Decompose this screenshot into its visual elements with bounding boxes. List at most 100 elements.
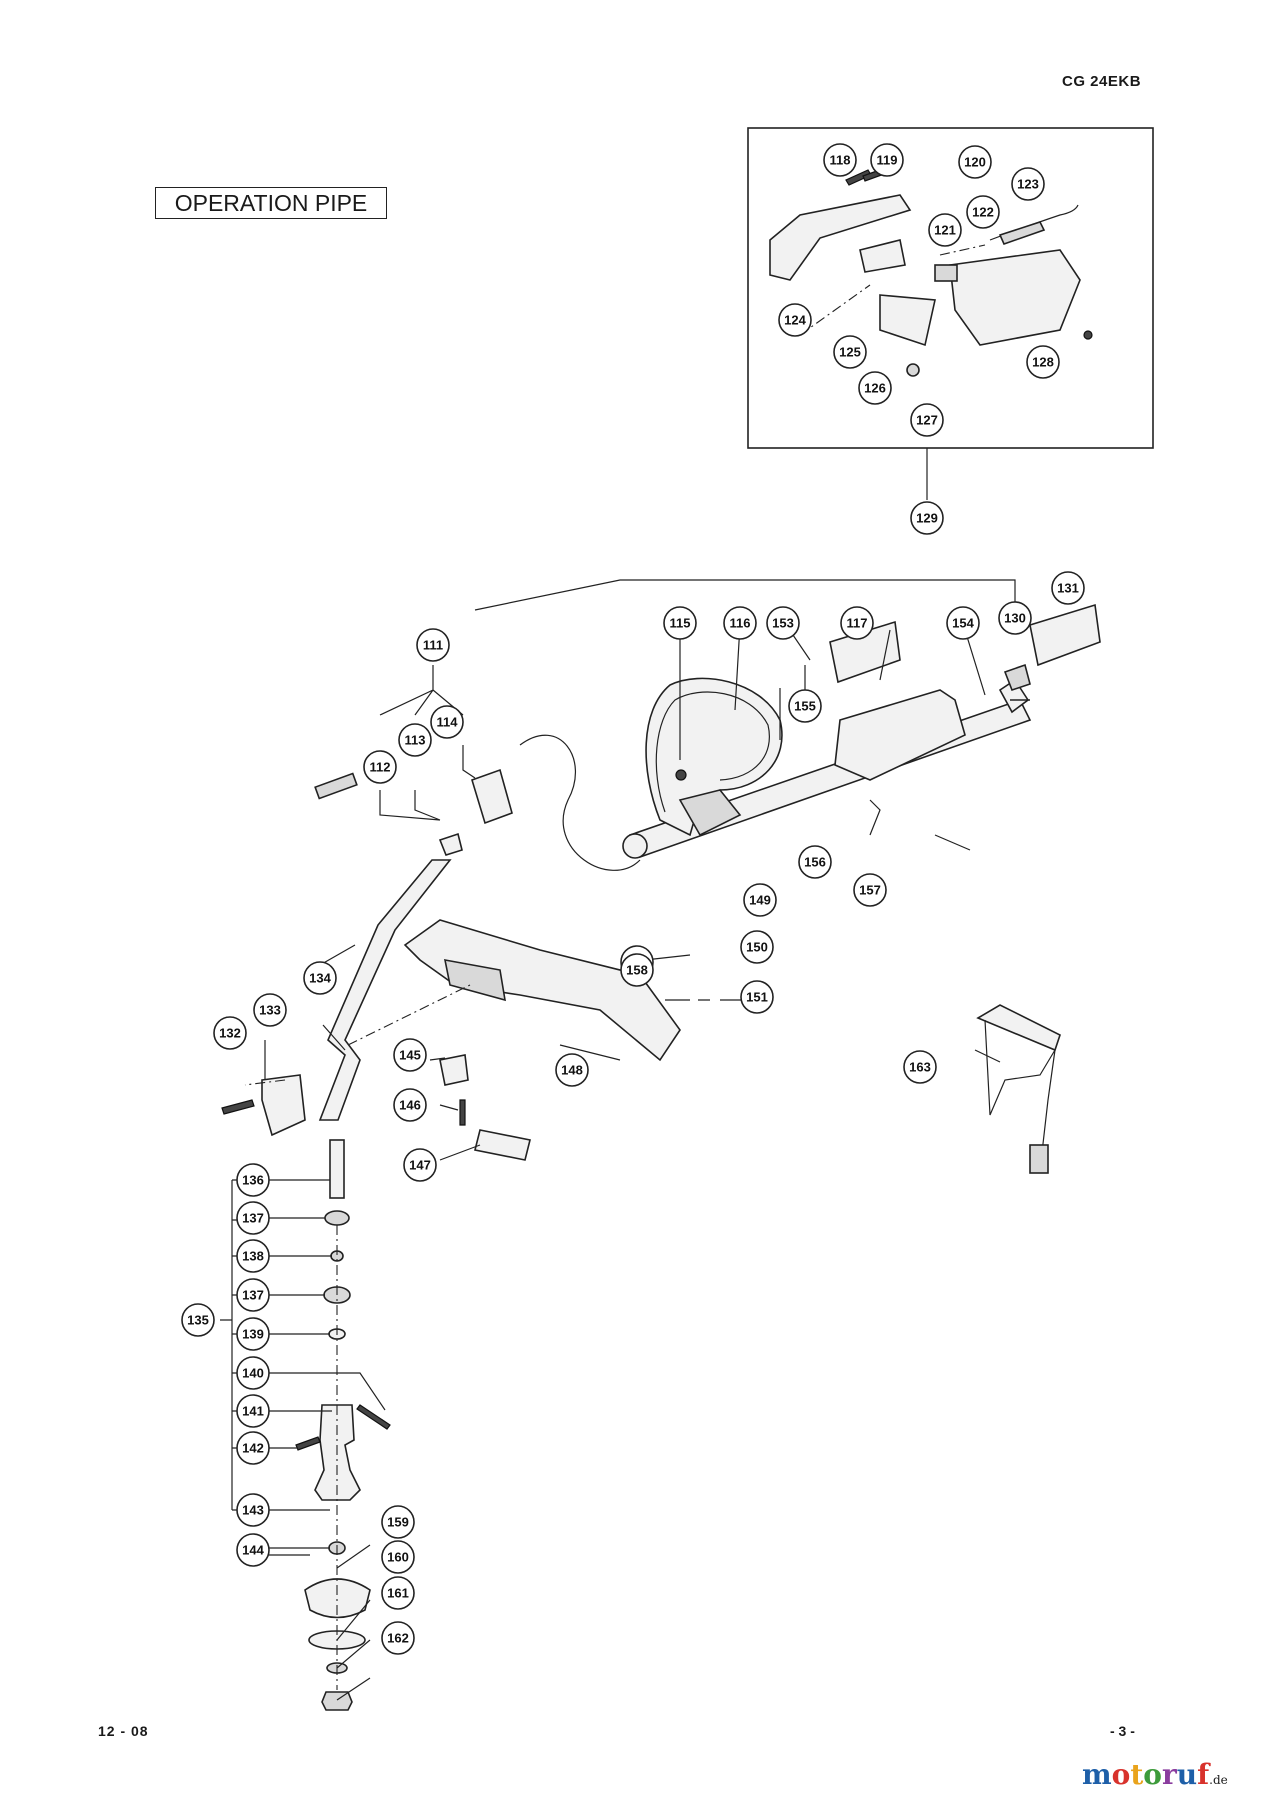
callout-130: 130 bbox=[998, 601, 1032, 635]
footer-date: 12 - 08 bbox=[98, 1723, 149, 1739]
callout-153: 153 bbox=[766, 606, 800, 640]
callout-128: 128 bbox=[1026, 345, 1060, 379]
callout-160: 160 bbox=[381, 1540, 415, 1574]
callout-label: 111 bbox=[423, 638, 443, 653]
inset-frame bbox=[747, 127, 1154, 449]
guard-bracket-parts bbox=[221, 1054, 531, 1161]
callout-149: 149 bbox=[743, 883, 777, 917]
callout-label: 114 bbox=[437, 715, 459, 730]
callout-159: 159 bbox=[381, 1505, 415, 1539]
watermark-logo: motoruf.de bbox=[1082, 1758, 1228, 1791]
logo-letter: o bbox=[1143, 1758, 1162, 1791]
callout-label: 129 bbox=[916, 511, 938, 526]
callout-label: 120 bbox=[964, 155, 986, 170]
clamps bbox=[829, 603, 1101, 691]
callout-label: 122 bbox=[972, 205, 994, 220]
callout-113: 113 bbox=[398, 723, 432, 757]
callout-label: 140 bbox=[242, 1366, 264, 1381]
callout-118: 118 bbox=[823, 143, 857, 177]
callout-label: 160 bbox=[387, 1550, 409, 1565]
callout-137: 137 bbox=[236, 1201, 270, 1235]
callout-151: 151 bbox=[740, 980, 774, 1014]
callout-162: 162 bbox=[381, 1621, 415, 1655]
callout-138: 138 bbox=[236, 1239, 270, 1273]
callout-125: 125 bbox=[833, 335, 867, 369]
logo-letter: f bbox=[1197, 1758, 1210, 1791]
callout-label: 142 bbox=[242, 1441, 264, 1456]
callout-129: 129 bbox=[910, 501, 944, 535]
callout-label: 153 bbox=[772, 616, 794, 631]
callout-label: 149 bbox=[749, 893, 771, 908]
callout-label: 138 bbox=[242, 1249, 264, 1264]
callout-146: 146 bbox=[393, 1088, 427, 1122]
callout-163: 163 bbox=[903, 1050, 937, 1084]
logo-letter: m bbox=[1082, 1758, 1112, 1791]
callout-label: 131 bbox=[1057, 581, 1079, 596]
callout-111: 111 bbox=[416, 628, 450, 662]
callout-131: 131 bbox=[1051, 571, 1085, 605]
callout-label: 128 bbox=[1032, 355, 1054, 370]
callout-label: 124 bbox=[784, 313, 806, 328]
callout-139: 139 bbox=[236, 1317, 270, 1351]
callout-label: 156 bbox=[804, 855, 826, 870]
callout-label: 154 bbox=[952, 616, 974, 631]
callout-114: 114 bbox=[430, 705, 464, 739]
callout-120: 120 bbox=[958, 145, 992, 179]
callout-label: 146 bbox=[399, 1098, 421, 1113]
callout-label: 125 bbox=[839, 345, 861, 360]
callout-label: 158 bbox=[626, 963, 648, 978]
drive-cable bbox=[314, 734, 641, 1121]
callout-label: 148 bbox=[561, 1063, 583, 1078]
callout-144: 144 bbox=[236, 1533, 270, 1567]
callout-155: 155 bbox=[788, 689, 822, 723]
callout-label: 118 bbox=[830, 153, 851, 168]
callout-label: 163 bbox=[909, 1060, 931, 1075]
callout-133: 133 bbox=[253, 993, 287, 1027]
callout-122: 122 bbox=[966, 195, 1000, 229]
callout-140: 140 bbox=[236, 1356, 270, 1390]
callout-label: 126 bbox=[864, 381, 886, 396]
callout-145: 145 bbox=[393, 1038, 427, 1072]
logo-letter: o bbox=[1111, 1758, 1131, 1791]
callout-label: 144 bbox=[242, 1543, 264, 1558]
callout-117: 117 bbox=[840, 606, 874, 640]
callout-126: 126 bbox=[858, 371, 892, 405]
callout-label: 121 bbox=[934, 223, 956, 238]
footer-page-number: - 3 - bbox=[1110, 1723, 1135, 1739]
callout-label: 143 bbox=[242, 1503, 264, 1518]
callout-label: 159 bbox=[387, 1515, 409, 1530]
callout-154: 154 bbox=[946, 606, 980, 640]
guard bbox=[403, 919, 681, 1062]
callout-161: 161 bbox=[381, 1576, 415, 1610]
callout-157: 157 bbox=[853, 873, 887, 907]
logo-suffix: .de bbox=[1209, 1773, 1228, 1787]
callout-116: 116 bbox=[723, 606, 757, 640]
callout-label: 150 bbox=[746, 940, 768, 955]
callout-label: 141 bbox=[242, 1404, 264, 1419]
logo-letter: r bbox=[1161, 1758, 1177, 1791]
callout-119: 119 bbox=[870, 143, 904, 177]
callout-label: 134 bbox=[309, 971, 331, 986]
callout-label: 112 bbox=[370, 760, 391, 775]
callout-label: 116 bbox=[730, 616, 751, 631]
callout-158: 158 bbox=[620, 953, 654, 987]
callout-label: 139 bbox=[242, 1327, 264, 1342]
callout-134: 134 bbox=[303, 961, 337, 995]
callout-label: 133 bbox=[259, 1003, 281, 1018]
callout-label: 130 bbox=[1004, 611, 1026, 626]
callout-label: 157 bbox=[859, 883, 881, 898]
callout-135: 135 bbox=[181, 1303, 215, 1337]
logo-letter: t bbox=[1130, 1758, 1144, 1791]
callout-123: 123 bbox=[1011, 167, 1045, 201]
gear-head-stack bbox=[295, 1139, 391, 1711]
callout-127: 127 bbox=[910, 403, 944, 437]
callout-121: 121 bbox=[928, 213, 962, 247]
callout-label: 136 bbox=[242, 1173, 264, 1188]
callout-label: 123 bbox=[1017, 177, 1039, 192]
section-title: OPERATION PIPE bbox=[155, 187, 387, 219]
callout-label: 117 bbox=[847, 616, 868, 631]
callout-label: 137 bbox=[242, 1288, 264, 1303]
callout-150: 150 bbox=[740, 930, 774, 964]
